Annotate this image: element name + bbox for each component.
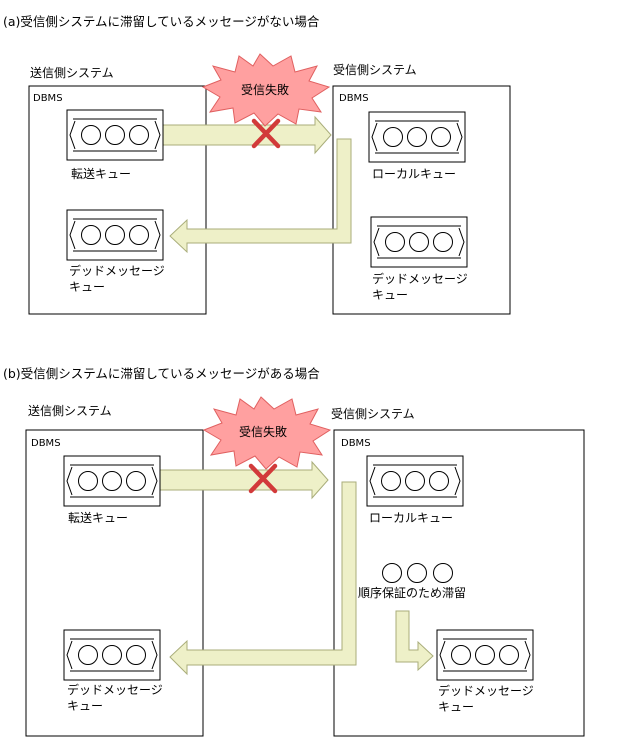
panel-a-sender-dlq-label-2: キュー	[69, 280, 105, 294]
panel-a-transfer-queue-label: 転送キュー	[71, 166, 131, 181]
panel-a-sender-title: 送信側システム	[30, 65, 114, 80]
panel-a-sender-dead-letter-queue	[66, 209, 164, 261]
panel-b-receiver-dlq-label-2: キュー	[438, 700, 474, 714]
panel-b-sender-dlq-label-1: デッドメッセージ	[67, 682, 163, 697]
panel-b-local-queue-label: ローカルキュー	[369, 511, 453, 525]
panel-a-receiver-title: 受信側システム	[333, 63, 417, 77]
panel-a-failure-label: 受信失敗	[241, 82, 289, 97]
panel-b-receiver-dead-letter-queue	[436, 629, 534, 681]
panel-a-failure-burst	[201, 53, 331, 127]
panel-a-receiver-dlq-label-2: キュー	[372, 288, 408, 302]
panel-a-cross-icon	[251, 118, 281, 149]
panel-b-receiver-title: 受信側システム	[331, 407, 415, 421]
panel-a-return-arrow	[169, 138, 352, 254]
panel-b-receiver-dlq-label-1: デッドメッセージ	[438, 683, 534, 698]
panel-b: (b)受信側システムに滞留しているメッセージがある場合 送信側システム DBMS…	[3, 366, 585, 737]
panel-a-sender-dbms: DBMS	[33, 93, 63, 104]
panel-b-pending-arrow	[395, 610, 434, 672]
panel-b-transfer-queue-label: 転送キュー	[68, 510, 128, 525]
panel-b-sender-title: 送信側システム	[28, 403, 112, 418]
panel-a-local-queue	[368, 111, 466, 163]
panel-b-return-arrow	[169, 481, 357, 676]
panel-a-sender-dlq-label-1: デッドメッセージ	[69, 263, 165, 278]
panel-b-title: (b)受信側システムに滞留しているメッセージがある場合	[3, 366, 320, 381]
panel-a-send-arrow	[157, 115, 332, 155]
panel-b-sender-dbms: DBMS	[31, 438, 61, 449]
panel-a-local-queue-label: ローカルキュー	[372, 167, 456, 181]
panel-b-failure-label: 受信失敗	[239, 424, 287, 439]
panel-b-receiver-dbms: DBMS	[341, 438, 371, 449]
panel-b-cross-icon	[248, 463, 278, 494]
panel-b-pending-messages	[382, 563, 453, 583]
panel-b-sender-dead-letter-queue	[63, 629, 161, 681]
panel-a: (a)受信側システムに滞留しているメッセージがない場合 送信側システム DBMS…	[3, 14, 511, 315]
panel-a-receiver-dbms: DBMS	[339, 93, 369, 104]
panel-b-local-queue	[366, 455, 464, 507]
panel-a-transfer-queue	[66, 109, 164, 161]
panel-b-send-arrow	[154, 460, 329, 500]
panel-a-title: (a)受信側システムに滞留しているメッセージがない場合	[3, 14, 320, 29]
panel-b-transfer-queue	[63, 455, 161, 507]
panel-b-failure-burst	[202, 396, 332, 470]
panel-b-sender-dlq-label-2: キュー	[67, 699, 103, 713]
panel-b-pending-label: 順序保証のため滞留	[358, 585, 466, 600]
panel-a-receiver-dead-letter-queue	[370, 216, 468, 268]
panel-a-receiver-dlq-label-1: デッドメッセージ	[372, 271, 468, 286]
